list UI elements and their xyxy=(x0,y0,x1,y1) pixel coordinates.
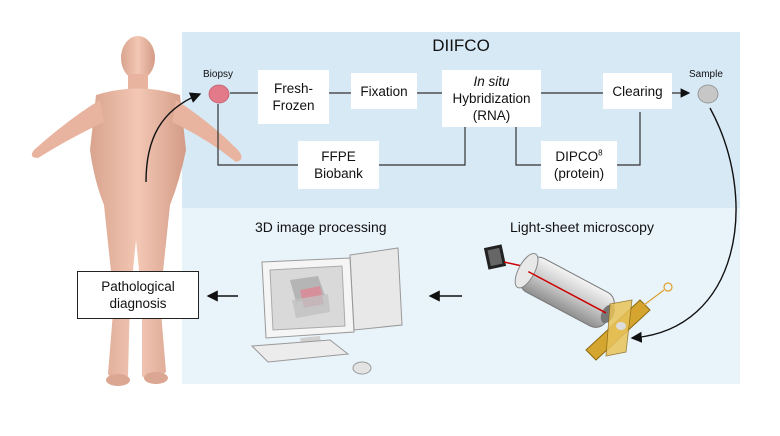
in-situ-line2: Hybridization xyxy=(452,91,531,106)
pathological-diagnosis-box: Pathological diagnosis xyxy=(77,271,199,319)
dipco-superscript: 8 xyxy=(598,148,603,158)
sample-tissue-icon xyxy=(697,84,719,104)
in-situ-hybridization-box: In situ Hybridization (RNA) xyxy=(442,70,541,127)
fresh-frozen-box: Fresh- Frozen xyxy=(258,70,329,124)
biopsy-label: Biopsy xyxy=(203,69,234,80)
fixation-box: Fixation xyxy=(351,73,417,109)
sample-label: Sample xyxy=(689,69,723,80)
fixation-label: Fixation xyxy=(360,83,408,99)
ffpe-line2: Biobank xyxy=(314,166,363,181)
dipco-box: DIPCO8 (protein) xyxy=(541,141,617,189)
fresh-frozen-line1: Fresh- xyxy=(273,81,313,96)
biopsy-tissue-icon xyxy=(208,84,230,104)
clearing-label: Clearing xyxy=(612,83,663,99)
in-situ-line1: In situ xyxy=(473,74,510,89)
ffpe-line1: FFPE xyxy=(321,149,356,164)
computer-workstation-icon xyxy=(250,247,403,375)
fresh-frozen-line2: Frozen xyxy=(272,98,315,113)
in-situ-line3: (RNA) xyxy=(472,108,511,123)
pathological-line1: Pathological xyxy=(101,279,175,294)
dipco-main: DIPCO xyxy=(555,149,599,164)
ffpe-biobank-box: FFPE Biobank xyxy=(298,141,379,189)
diagram-title: DIIFCO xyxy=(432,36,490,55)
clearing-box: Clearing xyxy=(603,73,672,109)
human-figure-icon xyxy=(31,36,242,386)
image-processing-label: 3D image processing xyxy=(255,219,387,235)
microscopy-label: Light-sheet microscopy xyxy=(510,219,654,235)
dipco-line2: (protein) xyxy=(553,166,605,181)
dipco-line1: DIPCO8 xyxy=(555,148,602,165)
light-sheet-microscope-icon xyxy=(483,244,673,361)
pathological-line2: diagnosis xyxy=(109,296,167,311)
